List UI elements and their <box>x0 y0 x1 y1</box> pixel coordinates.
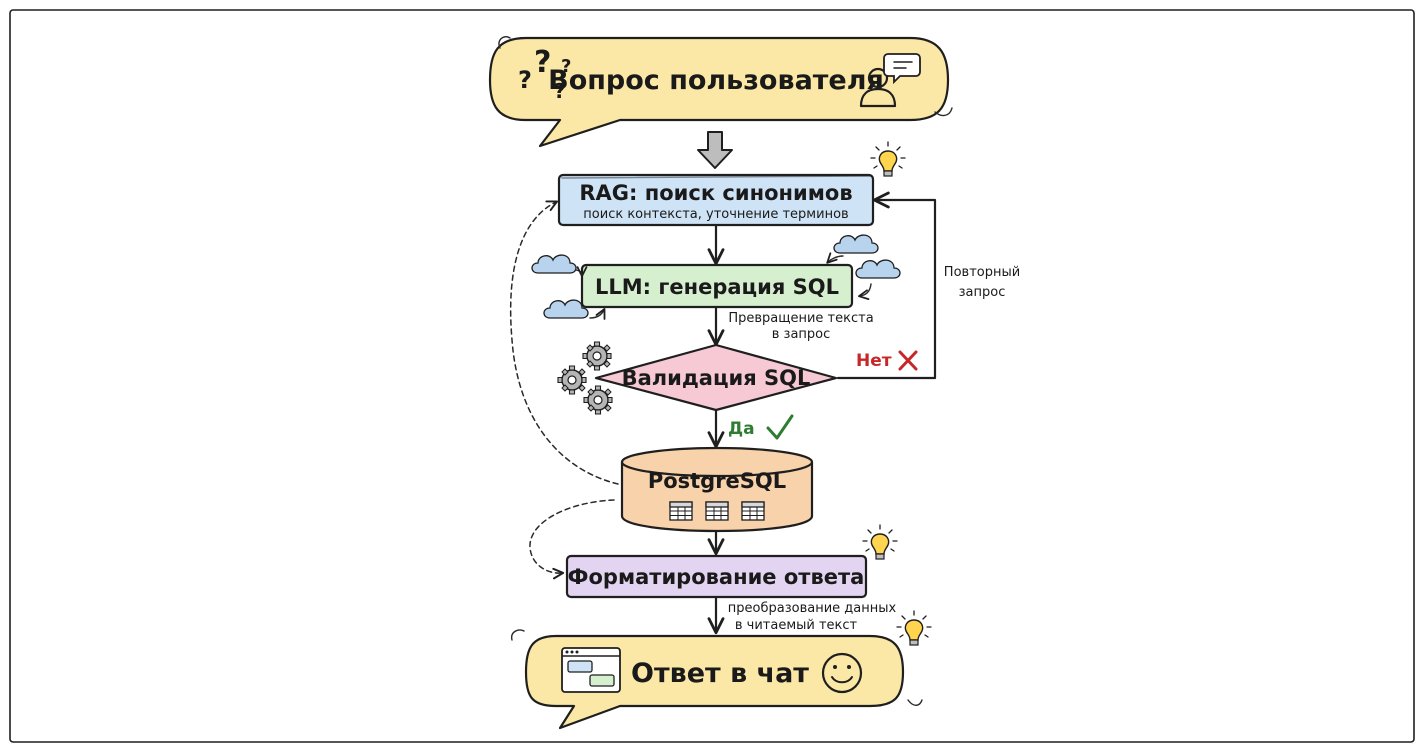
checkmark-icon <box>766 414 794 440</box>
rag-label: RAG: поиск синонимов <box>579 181 852 205</box>
llm-box: LLM: генерация SQL <box>580 263 854 309</box>
chat-window-icon <box>561 647 621 693</box>
database-label: PostgreSQL <box>648 469 786 493</box>
llm-to-validation-label-2: в запрос <box>772 327 831 342</box>
rag-sublabel: поиск контекста, уточнение терминов <box>583 207 848 222</box>
dashed-link-db-to-format <box>529 499 615 580</box>
answer-bubble: Ответ в чат <box>510 629 923 730</box>
question-marks-icon: ? ? ? ? <box>518 45 571 103</box>
smiley-icon <box>821 652 863 694</box>
retry-label-1: Повторный <box>944 265 1020 280</box>
validation-diamond: Валидация SQL <box>594 343 838 412</box>
svg-text:?: ? <box>554 79 566 103</box>
svg-text:?: ? <box>534 45 551 80</box>
svg-text:?: ? <box>561 56 571 77</box>
database-cylinder: PostgreSQL <box>620 446 814 533</box>
format-to-answer-label-1: преобразование данных <box>728 601 897 616</box>
question-bubble: Вопрос пользователя ? ? ? ? <box>488 36 953 148</box>
table-icon <box>669 501 693 521</box>
dashed-link-db-to-rag <box>509 200 619 485</box>
format-label: Форматирование ответа <box>568 565 865 589</box>
yes-label: Да <box>728 419 755 439</box>
svg-text:?: ? <box>518 66 532 94</box>
flow-arrow-start <box>697 131 733 169</box>
llm-label: LLM: генерация SQL <box>595 275 839 299</box>
no-label: Нет <box>856 351 892 371</box>
question-label: Вопрос пользователя <box>548 65 884 96</box>
validation-label: Валидация SQL <box>622 366 811 390</box>
user-speech-icon <box>859 53 921 108</box>
arrow-retry-loop <box>836 191 937 380</box>
llm-to-validation-label-1: Превращение текста <box>728 311 873 326</box>
format-box: Форматирование ответа <box>565 554 868 599</box>
table-icon <box>705 501 729 521</box>
table-icon <box>741 501 765 521</box>
format-to-answer-label-2: в читаемый текст <box>735 618 858 633</box>
rag-box: RAG: поиск синонимов поиск контекста, ут… <box>557 173 875 227</box>
retry-label-2: запрос <box>959 285 1006 300</box>
cross-icon <box>898 350 918 371</box>
answer-label: Ответ в чат <box>631 658 809 689</box>
